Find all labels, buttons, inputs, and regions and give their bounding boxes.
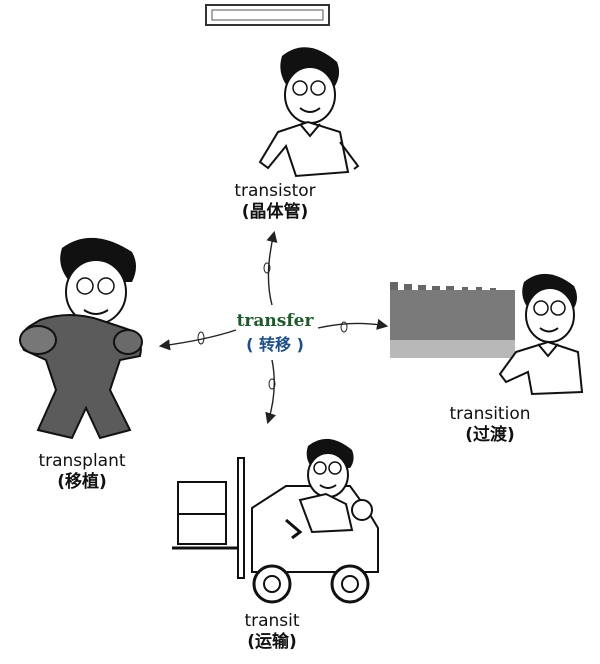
- branch-right-en: transition: [449, 404, 531, 424]
- top-man-illustration: [258, 47, 360, 178]
- branch-top-zh: (晶体管): [241, 202, 309, 223]
- center-term-zh: ( 转移 ): [246, 335, 304, 354]
- branch-bottom-zh: (运输): [247, 632, 297, 653]
- branch-right-label: transition (过渡): [435, 404, 545, 447]
- branch-bottom-label: transit (运输): [222, 611, 322, 654]
- transistor-device-icon: [205, 4, 330, 26]
- branch-left-label: transplant (移植): [22, 451, 142, 494]
- arrow-down: [265, 359, 277, 425]
- branch-right-zh: (过渡): [465, 425, 515, 446]
- arrow-up: [266, 230, 278, 306]
- branch-bottom-en: transit: [244, 611, 300, 631]
- bridge-wall-illustration: [390, 282, 515, 358]
- center-term: transfer ( 转移 ): [232, 311, 318, 355]
- arrow-left: [158, 329, 237, 351]
- center-term-en: transfer: [236, 311, 314, 331]
- branch-left-zh: (移植): [57, 472, 107, 493]
- transfer-arrows: [158, 230, 389, 425]
- branch-top-label: transistor (晶体管): [220, 181, 330, 224]
- branch-left-en: transplant: [38, 451, 126, 471]
- forklift-illustration: [172, 438, 379, 604]
- branch-top-en: transistor: [234, 181, 316, 201]
- left-robot-man-illustration: [19, 237, 143, 440]
- right-man-illustration: [498, 273, 584, 396]
- arrow-right: [317, 318, 389, 330]
